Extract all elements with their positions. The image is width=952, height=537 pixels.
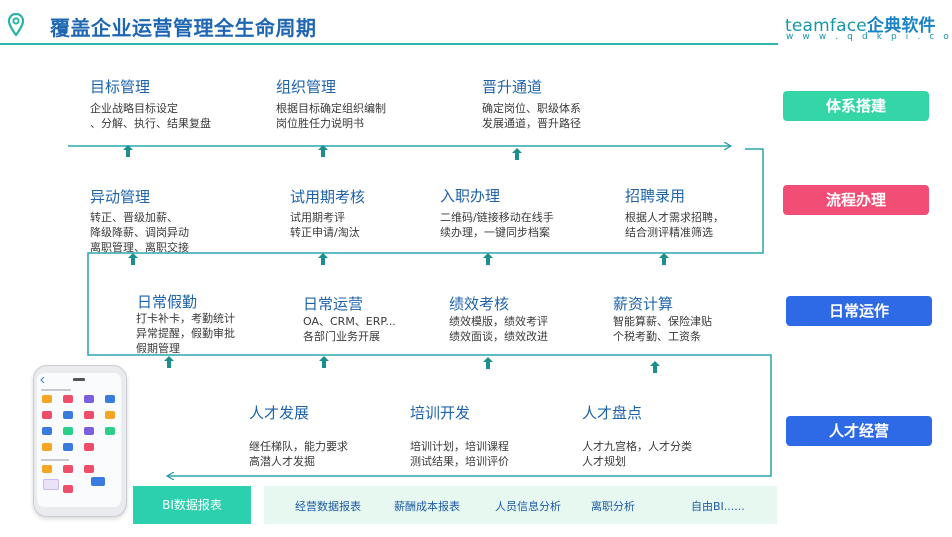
- stage-tag-setup: 体系搭建: [783, 91, 929, 121]
- app-icon[interactable]: [42, 443, 52, 451]
- section-label-bar: [41, 459, 69, 461]
- app-icon[interactable]: [63, 485, 73, 493]
- phone-screen: [37, 373, 121, 507]
- stage-tag-process: 流程办理: [783, 185, 929, 215]
- module-title-promotion: 晋升通道: [482, 78, 543, 96]
- module-title-transfer: 异动管理: [90, 188, 151, 206]
- phone-title-bar: [73, 378, 85, 381]
- module-title-onboarding: 入职办理: [440, 187, 501, 205]
- up-arrow: [164, 356, 174, 368]
- module-desc-talent-review: 人才九宫格，人才分类人才规划: [582, 440, 692, 468]
- app-icon[interactable]: [63, 395, 73, 403]
- up-arrow: [318, 253, 328, 265]
- module-desc-talent-dev: 继任梯队，能力要求高潜人才发掘: [249, 440, 348, 468]
- bi-item-staff-info[interactable]: 人员信息分析: [495, 500, 561, 513]
- app-icon[interactable]: [91, 477, 105, 486]
- module-desc-payroll: 智能算薪、保险津贴个税考勤、工资条: [613, 315, 712, 343]
- bi-item-salary-cost[interactable]: 薪酬成本报表: [394, 500, 460, 513]
- page-title: 覆盖企业运营管理全生命周期: [50, 16, 317, 40]
- app-icon[interactable]: [84, 395, 94, 403]
- stage-tag-daily: 日常运作: [786, 296, 932, 326]
- app-icon[interactable]: [42, 465, 52, 473]
- app-icon[interactable]: [42, 395, 52, 403]
- app-icon[interactable]: [63, 465, 73, 473]
- module-title-performance: 绩效考核: [449, 295, 510, 313]
- up-arrow: [123, 145, 133, 157]
- section-label-bar: [41, 389, 71, 391]
- module-desc-probation: 试用期考评转正申请/淘汰: [290, 211, 360, 239]
- bi-report-bar: [264, 486, 777, 524]
- app-icon[interactable]: [43, 479, 59, 490]
- up-arrow: [650, 361, 660, 373]
- up-arrow: [128, 253, 138, 265]
- up-arrow: [318, 145, 328, 157]
- app-icon[interactable]: [84, 411, 94, 419]
- module-desc-training: 培训计划，培训课程测试结果，培训评价: [410, 440, 509, 468]
- flow-line-2: [87, 148, 772, 476]
- up-arrow: [483, 357, 493, 369]
- bi-item-operating[interactable]: 经营数据报表: [295, 500, 361, 513]
- module-title-goal: 目标管理: [90, 78, 151, 96]
- bi-report-button[interactable]: BI数据报表: [133, 486, 251, 524]
- module-desc-goal: 企业战略目标设定、分解、执行、结果复盘: [90, 102, 211, 130]
- app-icon[interactable]: [63, 411, 73, 419]
- header-divider: [0, 43, 778, 45]
- app-icon[interactable]: [42, 427, 52, 435]
- module-desc-performance: 绩效模版，绩效考评绩效面谈，绩效改进: [449, 315, 548, 343]
- module-desc-onboarding: 二维码/链接移动在线手续办理，一键同步档案: [440, 211, 554, 239]
- logo-brand: teamface: [785, 16, 867, 36]
- module-title-talent-dev: 人才发展: [249, 404, 310, 422]
- app-icon[interactable]: [63, 443, 73, 451]
- logo-url: w w w . q d k p i . c o m: [786, 32, 952, 42]
- module-desc-transfer: 转正、晋级加薪、降级降薪、调岗异动离职管理、离职交接: [90, 211, 189, 254]
- phone-status-bar: [37, 373, 121, 387]
- module-desc-recruit: 根据人才需求招聘，结合测评精准筛选: [625, 211, 724, 239]
- module-desc-org: 根据目标确定组织编制岗位胜任力说明书: [276, 102, 386, 130]
- app-icon[interactable]: [84, 443, 94, 451]
- up-arrow: [319, 356, 329, 368]
- app-icon[interactable]: [105, 427, 115, 435]
- bi-item-turnover[interactable]: 离职分析: [591, 500, 635, 513]
- up-arrow: [659, 253, 669, 265]
- module-title-attendance: 日常假勤: [137, 293, 198, 311]
- app-icon[interactable]: [42, 411, 52, 419]
- module-desc-operations: OA、CRM、ERP...各部门业务开展: [303, 315, 396, 343]
- module-title-training: 培训开发: [410, 404, 471, 422]
- up-arrow: [512, 148, 522, 160]
- app-icon[interactable]: [84, 465, 94, 473]
- module-title-payroll: 薪资计算: [613, 295, 674, 313]
- back-icon: [40, 377, 45, 383]
- up-arrow: [483, 253, 493, 265]
- module-desc-attendance: 打卡补卡，考勤统计异常提醒，假勤审批假期管理: [136, 312, 235, 355]
- app-icon[interactable]: [105, 395, 115, 403]
- module-title-recruit: 招聘录用: [625, 187, 686, 205]
- location-pin-icon: [8, 13, 24, 37]
- module-title-operations: 日常运营: [303, 295, 364, 313]
- module-title-talent-review: 人才盘点: [582, 404, 643, 422]
- module-title-org: 组织管理: [276, 78, 337, 96]
- brand-logo: teamface企典软件: [785, 11, 936, 36]
- app-icon[interactable]: [84, 427, 94, 435]
- logo-cn: 企典软件: [866, 16, 936, 36]
- app-icon[interactable]: [105, 411, 115, 419]
- bi-item-free-bi[interactable]: 自由BI......: [691, 500, 745, 513]
- module-title-probation: 试用期考核: [290, 188, 366, 206]
- stage-tag-talent: 人才经营: [786, 416, 932, 446]
- app-icon[interactable]: [63, 427, 73, 435]
- module-desc-promotion: 确定岗位、职级体系发展通道，晋升路径: [482, 102, 581, 130]
